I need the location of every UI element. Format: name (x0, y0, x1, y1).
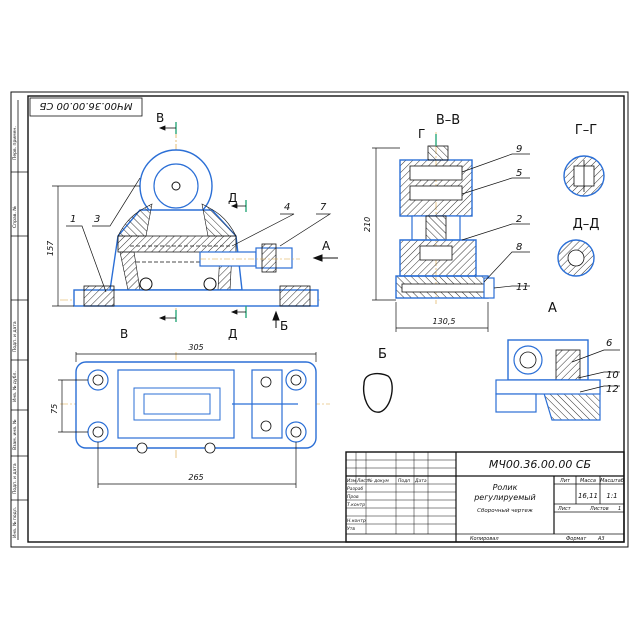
callout-9: 9 (516, 144, 522, 155)
tb-label-doc: № докум (367, 478, 389, 484)
side-label-dup-inv: Инв. № дубл. (12, 371, 18, 402)
tb-label-approved: Утв (347, 526, 355, 532)
leaders-front (66, 177, 332, 293)
rotated-code-box (29, 97, 143, 117)
title-block-code: МЧ00.36.00.00 СБ (489, 458, 591, 471)
cut-label-v-bottom: В (120, 327, 128, 341)
section-gg (563, 155, 605, 197)
col-lit-label: Лит (559, 478, 571, 484)
title-line-2: регулируемый (473, 493, 536, 502)
title-block (345, 451, 625, 543)
dim-height-section: 210 (363, 217, 372, 232)
callout-12: 12 (606, 384, 619, 395)
callout-1: 1 (70, 214, 76, 225)
section-dd-title: Д–Д (573, 217, 600, 232)
view-arrow-b (272, 310, 280, 328)
side-label-sign-date-2: Подп. и дата (12, 463, 18, 494)
side-label-sign-date-1: Подп. и дата (12, 321, 18, 352)
callout-5: 5 (516, 168, 522, 179)
mass-value: 16,11 (578, 492, 598, 500)
sheet-label: Лист (557, 506, 572, 512)
view-a-title: А (548, 301, 557, 316)
cut-label-d-top: Д (228, 191, 237, 205)
copied-label: Копировал (470, 536, 499, 542)
view-arrow-a-label: А (322, 239, 331, 253)
callout-11: 11 (516, 282, 529, 293)
tb-label-checker: Пров (347, 494, 359, 500)
section-vv (395, 132, 495, 304)
rotated-drawing-code: МЧ00.36.00.00 СБ (39, 100, 132, 111)
side-label-ref-no: Справ. № (12, 206, 18, 228)
callout-10: 10 (606, 370, 619, 381)
dim-overall-length: 305 (188, 343, 203, 352)
callout-2: 2 (516, 214, 522, 225)
view-arrow-b-label: Б (280, 319, 288, 333)
callout-4: 4 (284, 202, 290, 213)
section-vv-title: В–В (436, 113, 460, 128)
tb-label-sheet: Лист (356, 478, 369, 484)
section-gg-title: Г–Г (575, 123, 597, 138)
cut-label-g: Г (418, 127, 425, 141)
side-strip-labels: Перв. примен. Справ. № Подп. и дата Инв.… (12, 126, 18, 538)
dim-top-view (58, 352, 317, 488)
format-value: А3 (597, 536, 605, 542)
sheet-outer-border (10, 91, 629, 548)
cut-label-d-bottom: Д (228, 327, 237, 341)
view-b-detail (362, 372, 393, 413)
view-a (495, 339, 601, 421)
side-label-repl-inv: Взам. инв. № (12, 419, 18, 450)
cut-label-v-top: В (156, 111, 164, 125)
dim-height-front (52, 185, 140, 307)
leaders-view-a (571, 349, 620, 393)
title-line-1: Ролик (493, 483, 518, 492)
callout-3: 3 (94, 214, 100, 225)
side-label-first-use: Перв. примен. (12, 126, 18, 160)
tb-label-designer: Разраб (347, 486, 363, 492)
dim-height-front-label: 157 (46, 240, 55, 256)
dim-hole-spacing: 265 (188, 473, 203, 482)
sheet-frame (27, 95, 625, 543)
top-view (60, 352, 330, 458)
tb-label-tcontrol: Т.контр (347, 502, 365, 508)
col-scale-label: Масштаб (600, 478, 624, 484)
scale-value: 1:1 (606, 492, 617, 500)
view-b-title: Б (378, 347, 387, 362)
side-label-orig-inv: Инв. № подл. (12, 507, 18, 538)
sheets-value: 1 (618, 506, 621, 512)
leaders-section (461, 153, 530, 289)
dim-width-top: 75 (50, 404, 59, 414)
callout-6: 6 (606, 338, 612, 349)
tb-label-date: Дата (414, 478, 427, 484)
view-arrow-a (312, 254, 338, 262)
title-block-labels: Изм Лист № докум Подп Дата Разраб Пров Т… (347, 478, 427, 532)
sheets-label: Листов (589, 506, 609, 512)
side-strip (11, 100, 28, 540)
dim-width-section: 130,5 (433, 317, 456, 326)
tb-label-change: Изм (347, 478, 357, 484)
document-type: Сборочный чертеж (477, 508, 533, 514)
dim-section-vv (372, 147, 489, 332)
cut-arrows-front (158, 125, 246, 321)
section-dd (557, 239, 595, 277)
callout-7: 7 (320, 202, 327, 213)
tb-label-sign: Подп (398, 478, 410, 484)
format-label: Формат (566, 536, 587, 542)
col-mass-label: Масса (580, 478, 596, 484)
front-view (60, 130, 320, 310)
tb-label-ncontrol: Н.контр (347, 518, 366, 524)
callout-8: 8 (516, 242, 522, 253)
